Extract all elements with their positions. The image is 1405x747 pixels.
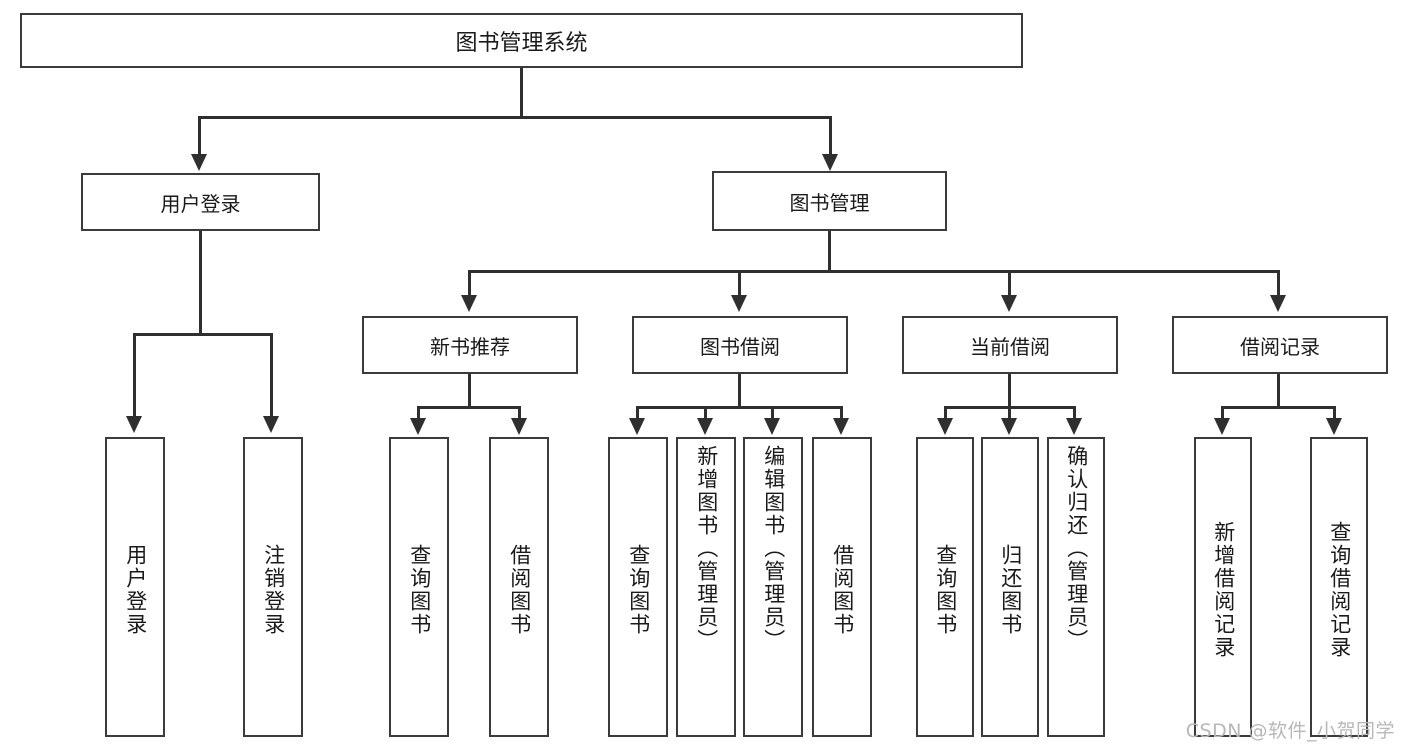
leaf-book-borrow-borrow-book[interactable]: 借阅图书 bbox=[812, 437, 872, 737]
leaf-label: 查询图书 bbox=[626, 544, 651, 636]
leaf-borrow-record-add-record[interactable]: 新增借阅记录 bbox=[1194, 437, 1252, 737]
node-label: 图书管理系统 bbox=[455, 30, 588, 56]
edge-current-borrow-trunk bbox=[1008, 374, 1011, 408]
node-label: 借阅记录 bbox=[1240, 334, 1320, 359]
leaf-label: 确认归还（管理员） bbox=[1064, 445, 1089, 652]
node-current-borrow[interactable]: 当前借阅 bbox=[902, 316, 1118, 374]
edge-book-mgmt-trunk bbox=[828, 231, 831, 272]
edge-book-borrow-bus bbox=[636, 406, 843, 409]
edge-book-borrow-to-leaf-0 bbox=[636, 406, 639, 420]
leaf-new-book-borrow-book[interactable]: 借阅图书 bbox=[489, 437, 549, 737]
edge-root-bus bbox=[198, 116, 832, 119]
leaf-label: 用户登录 bbox=[123, 544, 148, 636]
arrow-book-borrow-to-leaf-3 bbox=[833, 418, 849, 435]
leaf-borrow-record-query-record[interactable]: 查询借阅记录 bbox=[1310, 437, 1368, 737]
edge-user-login-trunk bbox=[199, 231, 202, 335]
leaf-label: 注销登录 bbox=[261, 544, 286, 636]
node-book-management[interactable]: 图书管理 bbox=[712, 171, 947, 231]
leaf-label: 查询图书 bbox=[407, 544, 432, 636]
arrow-root-to-user-login bbox=[191, 154, 207, 171]
leaf-new-book-query-book[interactable]: 查询图书 bbox=[389, 437, 449, 737]
node-new-book-recommend[interactable]: 新书推荐 bbox=[362, 316, 578, 374]
edge-borrow-record-to-leaf-1 bbox=[1333, 406, 1336, 420]
leaf-label: 查询图书 bbox=[933, 544, 958, 636]
arrow-book-borrow-to-leaf-0 bbox=[629, 418, 645, 435]
arrow-root-to-book-mgmt bbox=[822, 154, 838, 171]
leaf-current-borrow-return-book[interactable]: 归还图书 bbox=[981, 437, 1039, 737]
edge-current-borrow-to-leaf-1 bbox=[1008, 406, 1011, 420]
edge-root-to-book-mgmt bbox=[829, 116, 832, 156]
edge-borrow-record-bus bbox=[1221, 406, 1336, 409]
edge-root-to-user-login bbox=[198, 116, 201, 156]
leaf-book-borrow-edit-book[interactable]: 编辑图书（管理员） bbox=[743, 437, 803, 737]
edge-book-borrow-to-leaf-2 bbox=[771, 406, 774, 420]
watermark-text: CSDN @软件_小贺同学 bbox=[1185, 720, 1395, 742]
edge-borrow-record-trunk bbox=[1277, 374, 1280, 408]
edge-root-trunk bbox=[520, 68, 523, 119]
leaf-user-login-login[interactable]: 用户登录 bbox=[105, 437, 165, 737]
arrow-current-borrow-to-leaf-0 bbox=[937, 418, 953, 435]
node-label: 图书管理 bbox=[789, 190, 870, 215]
arrow-book-mgmt-to-new-book bbox=[461, 295, 477, 312]
edge-new-book-to-leaf-0 bbox=[417, 406, 420, 420]
edge-book-mgmt-to-borrow-record bbox=[1277, 270, 1280, 297]
arrow-book-borrow-to-leaf-2 bbox=[764, 418, 780, 435]
arrow-borrow-record-to-leaf-1 bbox=[1326, 418, 1342, 435]
arrow-new-book-to-leaf-1 bbox=[511, 418, 527, 435]
edge-borrow-record-to-leaf-0 bbox=[1221, 406, 1224, 420]
node-borrow-record[interactable]: 借阅记录 bbox=[1172, 316, 1388, 374]
arrow-current-borrow-to-leaf-2 bbox=[1066, 418, 1082, 435]
arrow-new-book-to-leaf-0 bbox=[410, 418, 426, 435]
arrow-book-borrow-to-leaf-1 bbox=[697, 418, 713, 435]
node-label: 图书借阅 bbox=[700, 334, 780, 359]
edge-book-mgmt-to-new-book bbox=[468, 270, 471, 297]
leaf-label: 新增图书（管理员） bbox=[694, 445, 719, 652]
leaf-user-login-logout[interactable]: 注销登录 bbox=[243, 437, 303, 737]
edge-book-borrow-to-leaf-1 bbox=[704, 406, 707, 420]
leaf-label: 编辑图书（管理员） bbox=[761, 445, 786, 652]
leaf-current-borrow-query-book[interactable]: 查询图书 bbox=[916, 437, 974, 737]
edge-user-login-to-leaf-0 bbox=[133, 333, 136, 418]
arrow-book-mgmt-to-borrow-record bbox=[1270, 295, 1286, 312]
edge-user-login-to-leaf-1 bbox=[270, 333, 273, 418]
edge-user-login-bus bbox=[133, 333, 273, 336]
edge-book-mgmt-to-current-borrow bbox=[1008, 270, 1011, 297]
node-root-system[interactable]: 图书管理系统 bbox=[20, 13, 1023, 68]
leaf-book-borrow-query-book[interactable]: 查询图书 bbox=[608, 437, 668, 737]
edge-book-mgmt-bus bbox=[468, 270, 1280, 273]
edge-book-mgmt-to-book-borrow bbox=[738, 270, 741, 297]
arrow-borrow-record-to-leaf-0 bbox=[1214, 418, 1230, 435]
edge-new-book-to-leaf-1 bbox=[518, 406, 521, 420]
edge-book-borrow-to-leaf-3 bbox=[840, 406, 843, 420]
leaf-label: 新增借阅记录 bbox=[1211, 521, 1236, 659]
leaf-book-borrow-add-book[interactable]: 新增图书（管理员） bbox=[676, 437, 736, 737]
edge-current-borrow-to-leaf-0 bbox=[944, 406, 947, 420]
arrow-user-login-to-leaf-0 bbox=[126, 416, 142, 433]
edge-new-book-trunk bbox=[468, 374, 471, 408]
node-label: 用户登录 bbox=[160, 191, 241, 216]
leaf-label: 借阅图书 bbox=[507, 544, 532, 636]
node-user-login[interactable]: 用户登录 bbox=[81, 173, 320, 231]
leaf-label: 查询借阅记录 bbox=[1327, 521, 1352, 659]
arrow-user-login-to-leaf-1 bbox=[263, 416, 279, 433]
arrow-book-mgmt-to-current-borrow bbox=[1001, 295, 1017, 312]
arrow-current-borrow-to-leaf-1 bbox=[1001, 418, 1017, 435]
arrow-book-mgmt-to-book-borrow bbox=[731, 295, 747, 312]
leaf-current-borrow-confirm-return[interactable]: 确认归还（管理员） bbox=[1047, 437, 1105, 737]
node-label: 新书推荐 bbox=[430, 334, 510, 359]
node-book-borrow[interactable]: 图书借阅 bbox=[632, 316, 848, 374]
edge-current-borrow-to-leaf-2 bbox=[1073, 406, 1076, 420]
leaf-label: 借阅图书 bbox=[830, 544, 855, 636]
edge-book-borrow-trunk bbox=[738, 374, 741, 408]
edge-new-book-bus bbox=[417, 406, 521, 409]
leaf-label: 归还图书 bbox=[998, 544, 1023, 636]
node-label: 当前借阅 bbox=[970, 334, 1050, 359]
